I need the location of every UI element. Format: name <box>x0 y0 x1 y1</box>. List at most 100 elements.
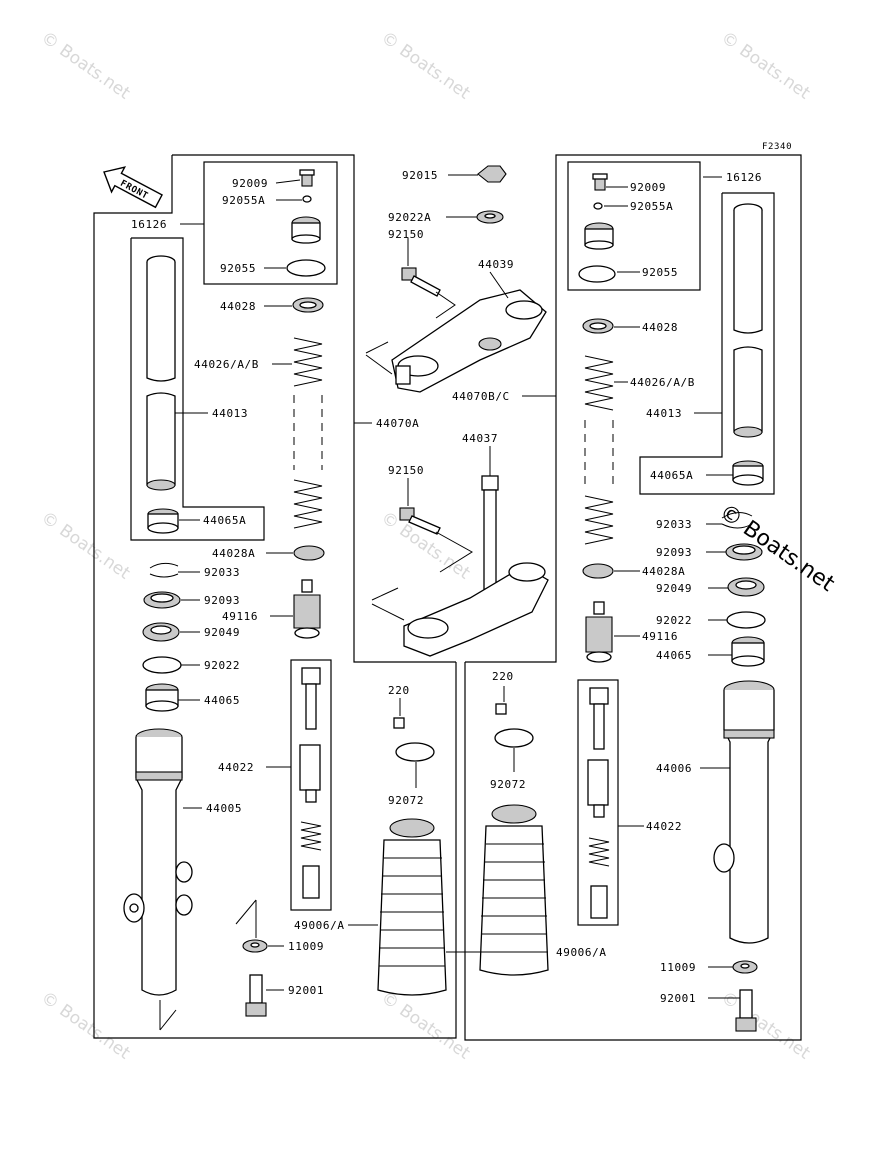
bushing-44065-left <box>145 683 179 712</box>
label-44022-right: 44022 <box>646 820 682 833</box>
label-44065-right: 44065 <box>656 649 692 662</box>
cap-bolt-92009-right <box>592 173 608 191</box>
label-49006a-left: 49006/A <box>294 919 345 932</box>
screw-220-right <box>495 703 507 715</box>
inner-tube-44013-right <box>733 203 763 438</box>
upper-clamp-44039 <box>391 289 547 393</box>
boot-49006-left <box>377 818 447 996</box>
oring-92055a-right <box>593 202 603 210</box>
label-92150-lower: 92150 <box>388 464 424 477</box>
label-92001-right: 92001 <box>660 992 696 1005</box>
clamp-92072-right <box>494 728 534 748</box>
washer-11009-left <box>242 939 268 953</box>
leader <box>435 531 473 573</box>
bolt-92150-lower <box>399 507 441 535</box>
leader <box>235 899 257 925</box>
part-labels: 16126 92009 92055A 92055 44028 44026/A/B… <box>131 169 762 1005</box>
label-92001: 92001 <box>288 984 324 997</box>
bushing-44065-right <box>731 636 765 667</box>
clip-92033-right <box>721 512 753 529</box>
leader <box>371 603 405 621</box>
label-92033: 92033 <box>204 566 240 579</box>
label-92015: 92015 <box>402 169 438 182</box>
screw-220-left <box>393 717 405 729</box>
label-49116: 49116 <box>222 610 258 623</box>
label-92055a-right: 92055A <box>630 200 673 213</box>
label-92055: 92055 <box>220 262 256 275</box>
bolt-92150-upper <box>401 267 441 297</box>
bolt-92001-left <box>245 974 267 1017</box>
cap-bolt-92009-left <box>299 169 315 187</box>
watermark-text: © Boats.net <box>37 988 134 1064</box>
leader-lines <box>175 174 740 999</box>
top-plug-left <box>291 216 321 244</box>
spring-44026-left <box>293 337 323 529</box>
label-44028a-right: 44028A <box>642 565 685 578</box>
label-49006a-right: 49006/A <box>556 946 607 959</box>
damper-rod-44022-left <box>299 667 322 899</box>
watermark-text: © Boats.net <box>717 988 814 1064</box>
figure-code: F2340 <box>762 142 792 152</box>
oil-seal-92049-right <box>727 577 765 597</box>
seat-44028-left <box>292 297 324 313</box>
label-44006: 44006 <box>656 762 692 775</box>
washer-92022-right <box>726 611 766 629</box>
label-44022: 44022 <box>218 761 254 774</box>
watermark-text: © Boats.net <box>37 508 134 584</box>
label-44013: 44013 <box>212 407 248 420</box>
label-44070bc: 44070B/C <box>452 390 510 403</box>
lower-clamp-44037 <box>403 562 549 657</box>
clip-92033-left <box>149 562 179 578</box>
label-92022-right: 92022 <box>656 614 692 627</box>
watermark-text: © Boats.net <box>377 508 474 584</box>
label-92055-right: 92055 <box>642 266 678 279</box>
clamp-92072-left <box>395 742 435 762</box>
label-11009-right: 11009 <box>660 961 696 974</box>
top-plug-right <box>584 222 614 250</box>
damper-frame-right <box>577 679 619 926</box>
bushing-44065a-right <box>732 460 764 486</box>
leader <box>435 291 456 319</box>
spring-44026-right <box>584 355 614 545</box>
inner-tube-44013-left <box>146 255 176 491</box>
label-44037: 44037 <box>462 432 498 445</box>
seat-44028-right <box>582 318 614 334</box>
label-44026-right: 44026/A/B <box>630 376 695 389</box>
leader <box>365 354 393 375</box>
label-92055a: 92055A <box>222 194 265 207</box>
label-92009-right: 92009 <box>630 181 666 194</box>
label-44013-right: 44013 <box>646 407 682 420</box>
right-fork-frame <box>464 154 802 1041</box>
label-92033-right: 92033 <box>656 518 692 531</box>
label-16126: 16126 <box>131 218 167 231</box>
leader <box>159 1009 177 1031</box>
oring-92055-left <box>286 259 326 277</box>
label-49116-right: 49116 <box>642 630 678 643</box>
nut-92015 <box>477 165 507 183</box>
label-92072-left: 92072 <box>388 794 424 807</box>
watermark-text: © Boats.net <box>717 28 814 104</box>
oil-seal-92049-left <box>142 622 180 642</box>
oring-92055-right <box>578 265 616 283</box>
watermark-text: © Boats.net <box>37 28 134 104</box>
label-44065a-right: 44065A <box>650 469 693 482</box>
label-92093-right: 92093 <box>656 546 692 559</box>
seal-92093-left <box>143 591 181 609</box>
seat-44028a-left <box>293 545 325 561</box>
outer-tube-44005 <box>123 728 193 996</box>
bolt-92001-right <box>735 989 757 1032</box>
label-44005: 44005 <box>206 802 242 815</box>
label-44028: 44028 <box>220 300 256 313</box>
bushing-44065a-left <box>147 508 179 534</box>
label-44070a: 44070A <box>376 417 419 430</box>
left-fork-frame <box>93 154 457 1039</box>
label-44028a: 44028A <box>212 547 255 560</box>
label-92022a: 92022A <box>388 211 431 224</box>
label-11009: 11009 <box>288 940 324 953</box>
label-44039: 44039 <box>478 258 514 271</box>
label-92150-upper: 92150 <box>388 228 424 241</box>
label-220-right: 220 <box>492 670 514 683</box>
washer-11009-right <box>732 960 758 974</box>
outer-tube-44006 <box>713 680 775 944</box>
